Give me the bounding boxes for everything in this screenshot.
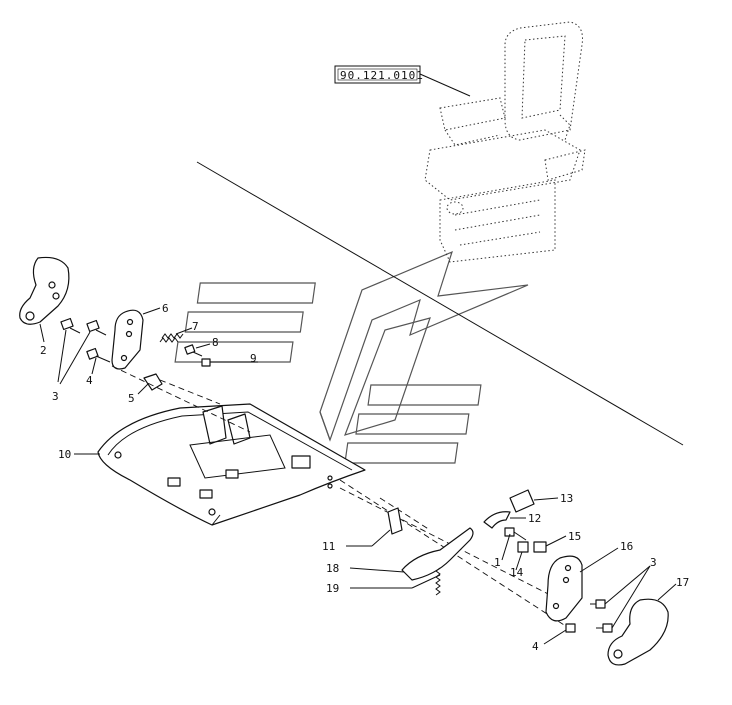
callout-18: 18 (326, 562, 339, 575)
callout-11: 11 (322, 540, 335, 553)
part-4-screw-left (86, 347, 111, 363)
part-17-bracket (607, 598, 669, 666)
callout-16: 16 (620, 540, 633, 553)
part-2-bracket (19, 256, 70, 325)
callout-labels: 2 3 4 6 7 8 9 5 10 13 12 1 14 15 16 3 17… (40, 302, 689, 653)
part-11-bracket (387, 507, 403, 535)
part-1-bolt (504, 527, 527, 541)
section-line (196, 161, 684, 446)
part-6-plate (111, 309, 144, 370)
callout-7: 7 (192, 320, 199, 333)
callout-10: 10 (58, 448, 71, 461)
callout-14: 14 (510, 566, 524, 579)
part-3-screws-right (590, 599, 613, 633)
leader-lines (39, 307, 677, 645)
callout-3-right: 3 (650, 556, 657, 569)
part-5-bracket (143, 373, 163, 391)
part-15-spacer (533, 541, 547, 553)
part-18-lever (401, 527, 474, 581)
watermark-logo (174, 250, 529, 464)
part-4-screw-right (565, 623, 576, 633)
callout-12: 12 (528, 512, 541, 525)
part-16-plate (545, 555, 583, 622)
callout-15: 15 (568, 530, 581, 543)
seat-assembly-outline (424, 21, 586, 263)
callout-2: 2 (40, 344, 47, 357)
part-3-screws-left (60, 317, 107, 336)
callout-4-right: 4 (532, 640, 539, 653)
callout-3-left: 3 (52, 390, 59, 403)
part-10-base-pan (97, 403, 366, 526)
part-7-spring (161, 333, 184, 339)
part-19-spring (435, 567, 441, 596)
reference-code: 90.121.0101 (340, 69, 424, 82)
part-13-latch (509, 489, 535, 513)
part-9-pin (201, 358, 258, 367)
callout-4-left: 4 (86, 374, 93, 387)
callout-19: 19 (326, 582, 339, 595)
callout-5: 5 (128, 392, 135, 405)
part-8-screw (184, 344, 203, 357)
part-14-nut (517, 541, 529, 553)
callout-1: 1 (494, 556, 501, 569)
callout-13: 13 (560, 492, 573, 505)
reference-callout: 90.121.0101 (334, 65, 471, 97)
callout-17: 17 (676, 576, 689, 589)
callout-8: 8 (212, 336, 219, 349)
callout-6: 6 (162, 302, 169, 315)
part-12-hook (483, 511, 511, 529)
callout-9: 9 (250, 352, 257, 365)
